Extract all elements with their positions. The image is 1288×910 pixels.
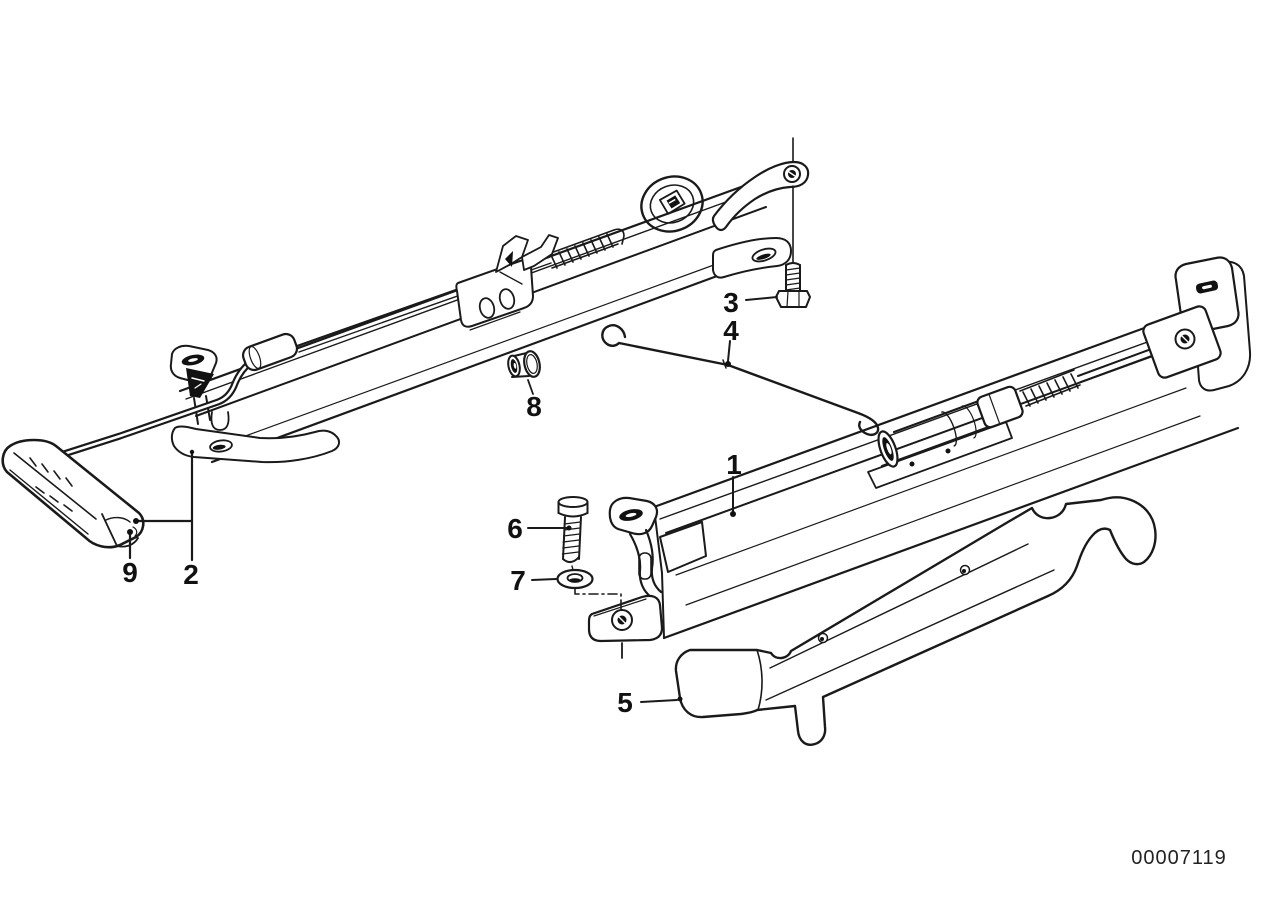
handle: [1, 438, 145, 549]
adjusting-spindle: [867, 347, 1157, 489]
upper-rail-assembly: [44, 160, 810, 464]
front-bracket-assembly: [587, 496, 664, 659]
washer-part-7: [556, 568, 622, 612]
upper-rail-bottom-edge: [210, 270, 730, 464]
callout-7: 7: [510, 565, 526, 596]
latch-bracket: [455, 259, 534, 328]
right-flag-arm: [711, 160, 810, 232]
callout-5: 5: [617, 687, 633, 718]
callout-9: 9: [122, 557, 138, 588]
callout-2: 2: [183, 559, 199, 590]
handle-grip-hatches: [29, 457, 73, 512]
bolt-part-3: [775, 137, 811, 308]
wire-rod-part-4: [601, 324, 880, 436]
latch-lever-dark: [186, 368, 214, 398]
cover-outline: [674, 496, 1157, 746]
handle-outline: [1, 438, 145, 549]
rod-sleeve: [241, 332, 299, 372]
bushing-part-8: [507, 350, 541, 378]
cover-trim: [674, 496, 1157, 746]
callout-4: 4: [723, 315, 739, 346]
upper-spring: [547, 228, 625, 269]
upper-rail-left-plate: [170, 425, 341, 464]
upper-rail-left-plate-hole: [209, 439, 233, 453]
pulley-roller: [640, 175, 704, 233]
callout-1: 1: [726, 449, 742, 480]
callout-8: 8: [526, 391, 542, 422]
bolt-part-6: [557, 496, 589, 571]
assembly-centerline: [574, 588, 622, 612]
lower-rail-bottom-edge: [662, 426, 1240, 640]
left-flag-hole: [181, 354, 205, 366]
lower-rail-end-wedge: [659, 521, 707, 573]
callout-labels: 1 2 3 4 5 6 7 8 9: [122, 287, 742, 718]
lower-rail-top-edge: [652, 321, 1160, 509]
spindle-end-cap: [877, 430, 899, 468]
callout-3: 3: [723, 287, 739, 318]
figure-number: 00007119: [1131, 847, 1227, 869]
spindle-spring: [1019, 369, 1081, 407]
upper-rail-right-plate-hole: [751, 247, 777, 263]
callout-6: 6: [507, 513, 523, 544]
rear-flag-slot: [1195, 280, 1219, 294]
lower-rail-assembly: [587, 256, 1252, 659]
leader-lines: [127, 296, 778, 703]
